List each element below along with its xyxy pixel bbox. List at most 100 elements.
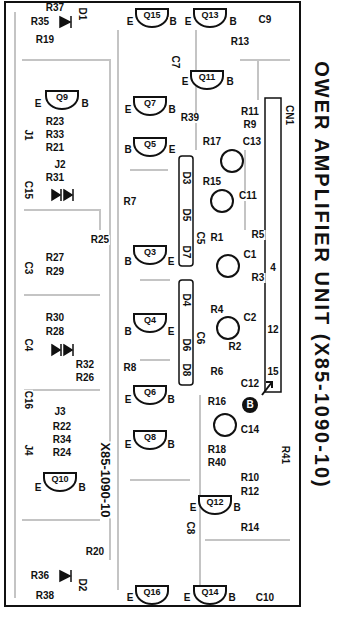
transistor-number: Q14 xyxy=(193,585,227,597)
part-label: R28 xyxy=(45,327,65,337)
part-label: R15 xyxy=(202,177,222,187)
part-label: R30 xyxy=(45,313,65,323)
transistor-body xyxy=(134,97,166,115)
part-label: R33 xyxy=(45,130,65,140)
part-label: R38 xyxy=(35,591,55,601)
part-label: B xyxy=(123,327,132,337)
part-label: D2 xyxy=(77,578,87,593)
part-label: D4 xyxy=(181,293,191,308)
part-label: R8 xyxy=(123,363,138,373)
part-label: R22 xyxy=(52,422,72,432)
marker-label: B xyxy=(242,397,258,413)
part-label: R7 xyxy=(123,197,138,207)
transistor-outline: Q6 xyxy=(133,385,167,405)
part-label: E xyxy=(184,17,193,27)
transistor-outline: Q13 xyxy=(193,8,227,28)
part-label: B xyxy=(228,17,237,27)
part-label: C3 xyxy=(23,261,33,276)
part-label: J3 xyxy=(53,407,66,417)
transistor-number: Q12 xyxy=(198,495,232,507)
transistor-body xyxy=(134,314,166,332)
transistor-body xyxy=(194,9,226,27)
part-label: CN1 xyxy=(284,104,294,126)
part-label: E xyxy=(34,483,43,493)
part-label: R31 xyxy=(45,173,65,183)
transistor-body xyxy=(194,586,226,604)
part-label: R35 xyxy=(30,17,50,27)
part-label: C2 xyxy=(243,313,258,323)
part-label: E xyxy=(126,17,135,27)
transistor-body xyxy=(46,91,78,109)
part-label: C6 xyxy=(195,331,205,346)
part-label: E xyxy=(124,395,133,405)
part-label: 12 xyxy=(266,325,279,335)
part-label: R32 xyxy=(75,360,95,370)
part-label: B xyxy=(123,145,132,155)
transistor-body xyxy=(191,71,223,89)
part-label: E xyxy=(183,593,192,603)
part-label: R21 xyxy=(45,143,65,153)
part-label: E xyxy=(124,105,133,115)
part-label: B xyxy=(167,105,176,115)
part-label: R36 xyxy=(30,571,50,581)
transistor-number: Q4 xyxy=(133,313,167,325)
transistor-body xyxy=(134,246,166,264)
part-label: D1 xyxy=(77,7,87,22)
transistor-number: Q15 xyxy=(135,8,169,20)
diode-strips xyxy=(179,156,193,385)
part-label: B xyxy=(166,440,175,450)
part-label: D8 xyxy=(181,363,191,378)
transistor-outline: Q16 xyxy=(135,585,169,605)
part-label: E xyxy=(126,593,135,603)
title: OWER AMPLIFIER UNIT (X85-1090-10) xyxy=(312,61,332,489)
part-label: C16 xyxy=(23,390,33,410)
part-label: C12 xyxy=(240,379,260,389)
part-label: E xyxy=(167,327,176,337)
part-label: R5 xyxy=(251,230,266,240)
part-label: R20 xyxy=(85,547,105,557)
part-label: R39 xyxy=(180,113,200,123)
part-label: C1 xyxy=(243,250,258,260)
part-label: R19 xyxy=(35,35,55,45)
part-label: B xyxy=(227,593,236,603)
transistor-outline: Q7 xyxy=(133,96,167,116)
part-label: R1 xyxy=(210,233,225,243)
part-label: R25 xyxy=(90,235,110,245)
part-label: R16 xyxy=(207,397,227,407)
part-label: R23 xyxy=(45,117,65,127)
copper-traces xyxy=(15,12,290,598)
transistor-number: Q16 xyxy=(135,585,169,597)
connector-outline xyxy=(265,98,281,392)
part-label: E xyxy=(167,257,176,267)
part-label: D3 xyxy=(181,171,191,186)
part-label: R6 xyxy=(210,367,225,377)
part-label: B xyxy=(225,77,234,87)
transistor-outline: Q5 xyxy=(133,137,167,157)
part-label: R18 xyxy=(207,445,227,455)
transistor-number: Q10 xyxy=(43,472,77,484)
part-label: C7 xyxy=(170,55,180,70)
part-label: B xyxy=(123,257,132,267)
part-label: B xyxy=(166,395,175,405)
part-label: C4 xyxy=(23,338,33,353)
part-label: J1 xyxy=(23,128,33,141)
transistor-outline: Q3 xyxy=(133,245,167,265)
transistor-outline: Q10 xyxy=(43,472,77,492)
part-label: E xyxy=(34,99,43,109)
part-label: C10 xyxy=(255,593,275,603)
board-outline xyxy=(5,2,300,606)
part-label: R4 xyxy=(210,305,225,315)
transistor-outline: Q8 xyxy=(133,430,167,450)
part-label: C14 xyxy=(240,425,260,435)
part-label: D6 xyxy=(181,338,191,353)
part-label: R2 xyxy=(228,342,243,352)
part-label: B xyxy=(80,99,89,109)
part-label: R41 xyxy=(280,445,290,465)
transistor-body xyxy=(134,386,166,404)
transistor-number: Q5 xyxy=(133,137,167,149)
part-label: C15 xyxy=(23,180,33,200)
part-label: C13 xyxy=(242,137,262,147)
pointer-arrow xyxy=(262,382,272,395)
part-label: B xyxy=(232,503,241,513)
